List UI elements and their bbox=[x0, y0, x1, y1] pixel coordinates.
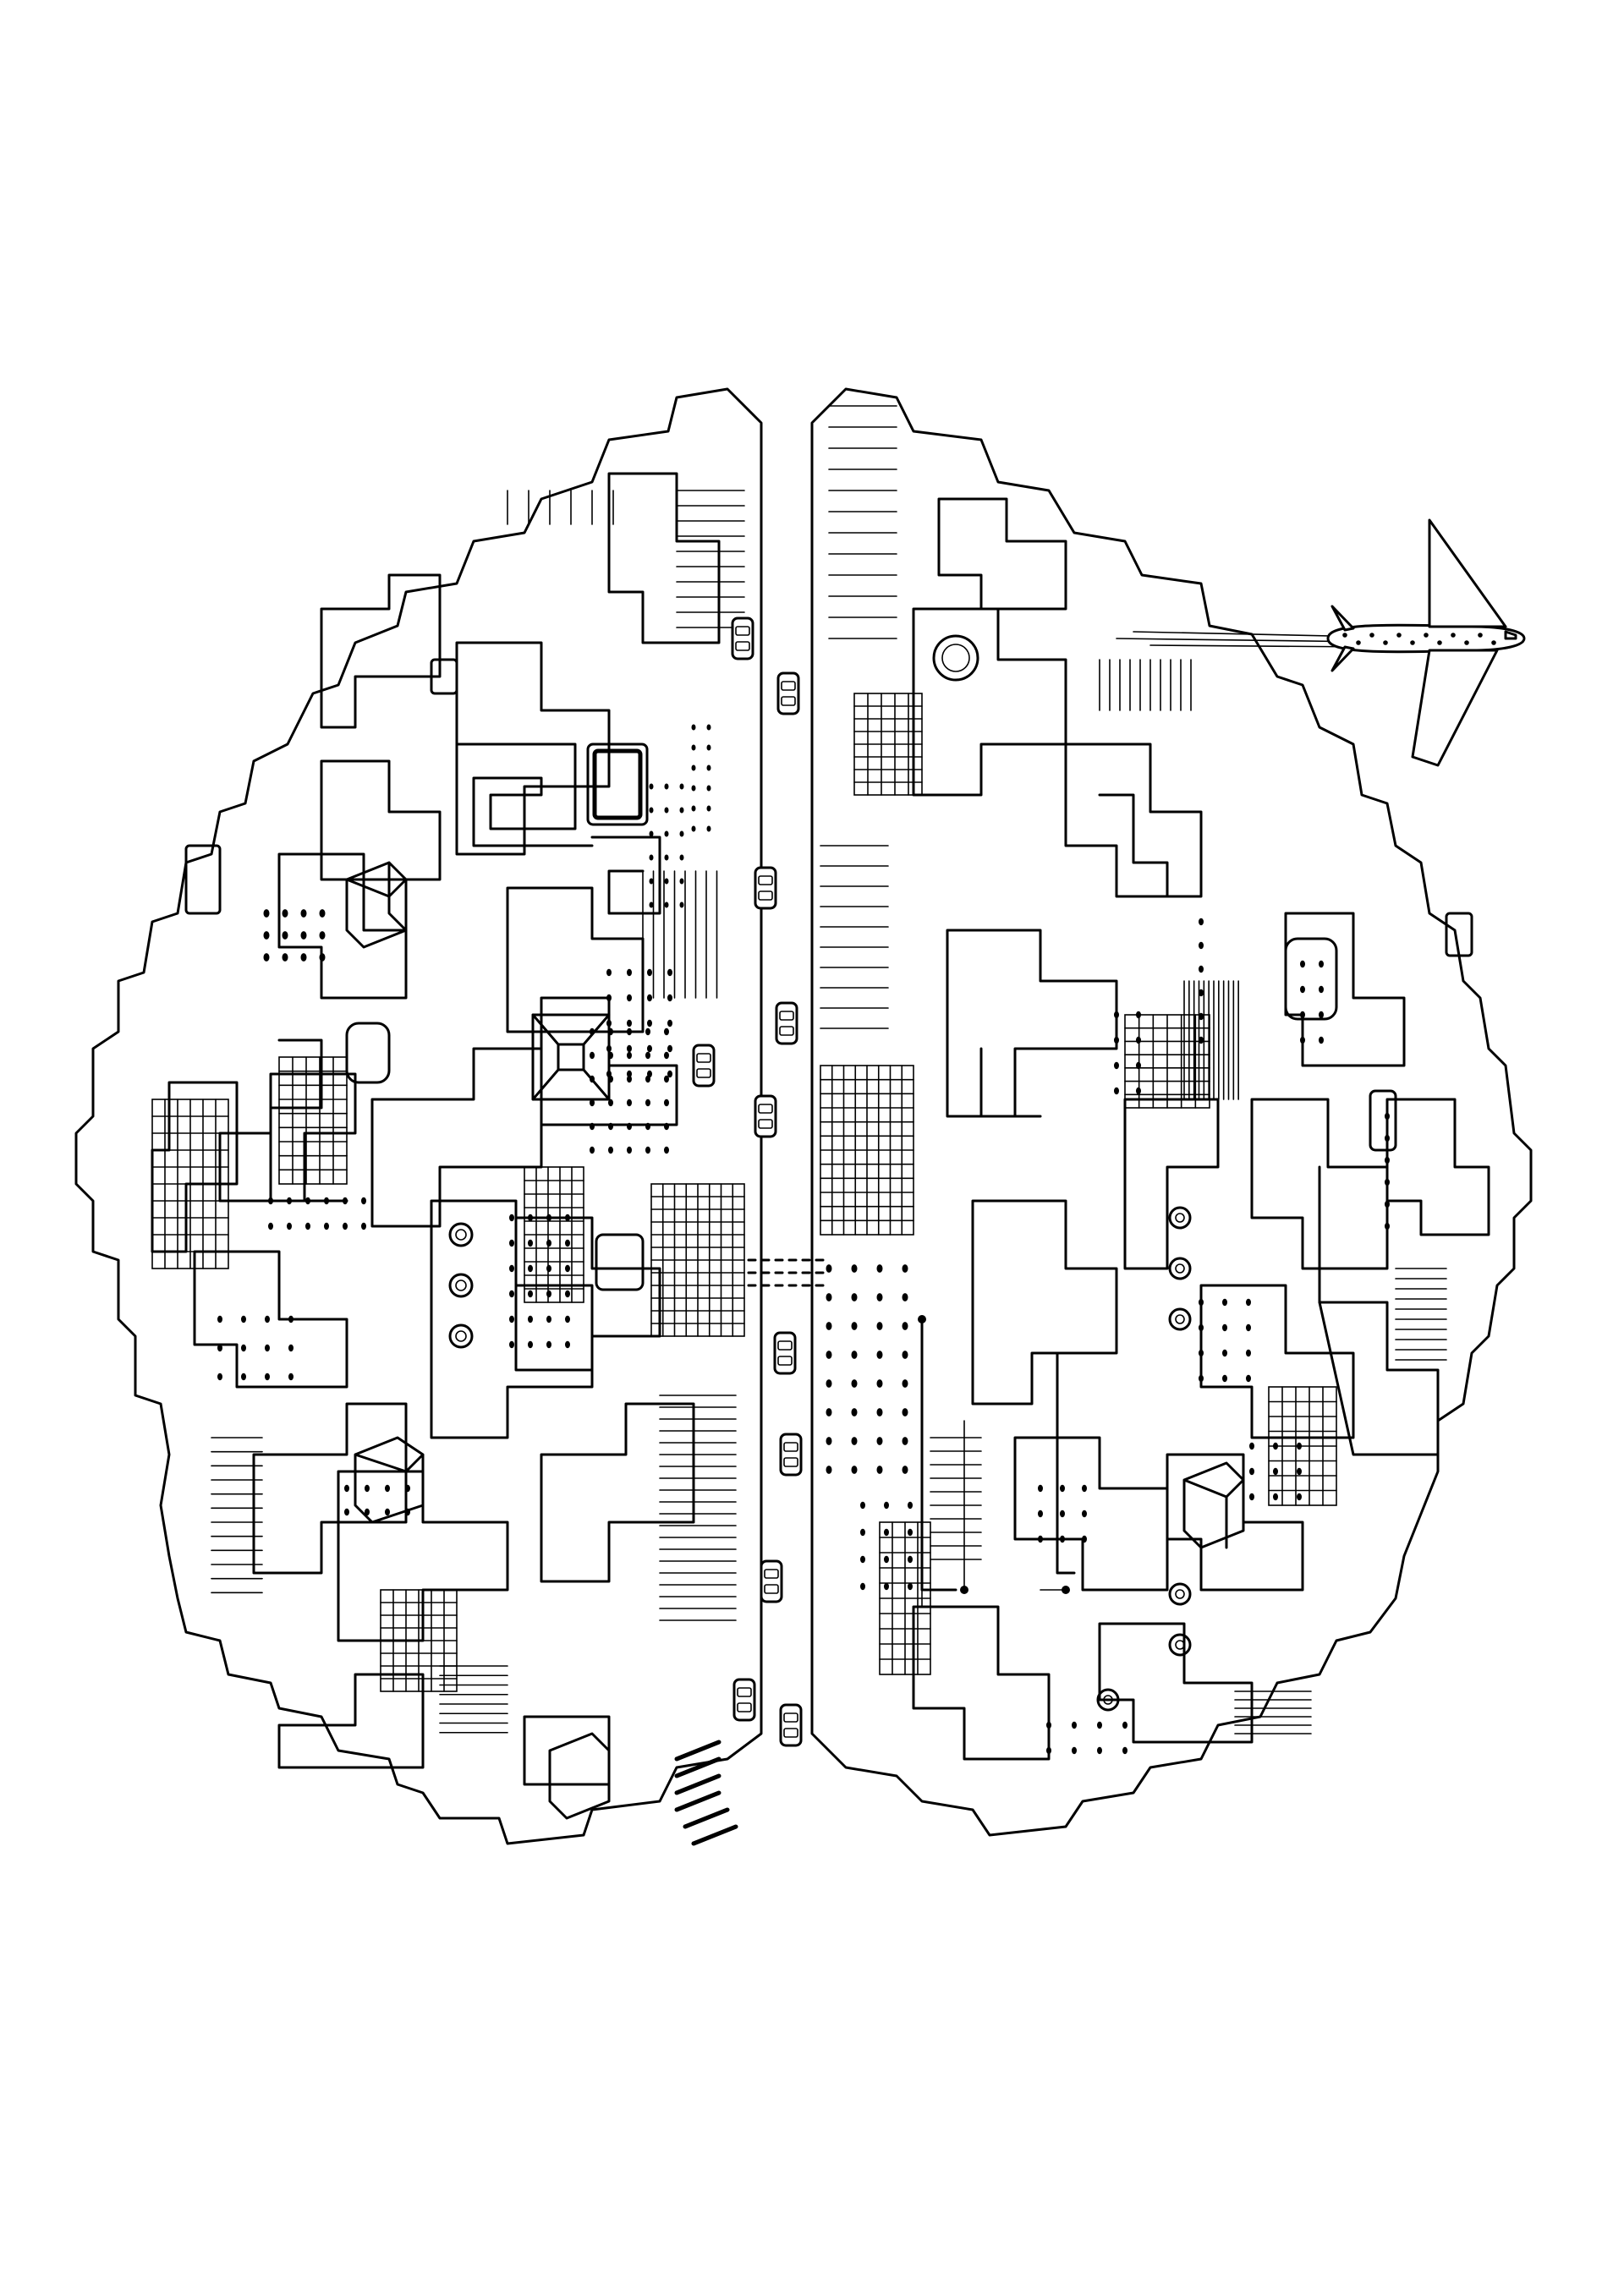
building-block bbox=[1064, 743, 1203, 898]
building-block bbox=[946, 929, 1118, 1118]
building-block bbox=[320, 573, 442, 729]
building-block bbox=[320, 759, 442, 881]
spiral-building bbox=[269, 1038, 348, 1203]
central-street bbox=[692, 422, 826, 1747]
maze-path bbox=[920, 1318, 957, 1592]
maze-path bbox=[1056, 1351, 1076, 1575]
building-block bbox=[514, 1216, 661, 1372]
rooftop-window bbox=[592, 748, 643, 820]
rooftop-window bbox=[595, 1233, 645, 1291]
left-hemisphere bbox=[74, 387, 763, 1846]
right-hemisphere-outline bbox=[810, 387, 1533, 1837]
building-block bbox=[193, 1250, 348, 1389]
building-block bbox=[1284, 912, 1406, 1067]
building-block bbox=[1123, 1098, 1220, 1270]
building-block bbox=[277, 852, 408, 1000]
building-block bbox=[912, 607, 1067, 797]
grid-facade bbox=[820, 693, 1337, 1675]
car-icon bbox=[732, 1678, 756, 1722]
spiral-building bbox=[590, 836, 661, 915]
building-block bbox=[1199, 1284, 1355, 1439]
car-icon bbox=[776, 671, 800, 715]
striped-facade bbox=[820, 405, 1447, 1734]
airplane-icon bbox=[1116, 518, 1526, 767]
building-block bbox=[937, 497, 1067, 611]
striped-facade bbox=[211, 490, 745, 1734]
maze-path bbox=[1318, 1165, 1355, 1304]
window-dots bbox=[217, 724, 711, 1516]
pyramid-roof bbox=[531, 1013, 611, 1101]
building-block bbox=[1385, 1098, 1490, 1236]
maze-path bbox=[979, 1047, 1042, 1118]
right-hemisphere bbox=[810, 387, 1533, 1837]
rooftop-box bbox=[354, 1436, 425, 1524]
window-dots bbox=[826, 918, 1390, 1755]
car-icon bbox=[692, 1044, 716, 1088]
rooftop-window bbox=[1445, 912, 1473, 957]
building-block bbox=[1013, 1436, 1169, 1592]
rooftop-window bbox=[184, 844, 222, 915]
circuit-lines bbox=[918, 1315, 1070, 1608]
building-block bbox=[218, 1072, 357, 1203]
building-block bbox=[277, 1673, 425, 1769]
rooftop-box bbox=[548, 1732, 611, 1820]
car-icon bbox=[779, 1433, 803, 1477]
building-block bbox=[971, 1199, 1118, 1406]
rooftop-dome bbox=[941, 644, 970, 672]
building-block bbox=[607, 472, 721, 644]
building-block bbox=[506, 886, 645, 1033]
car-icon bbox=[775, 1001, 798, 1045]
rooftop-window bbox=[586, 743, 649, 826]
car-icon bbox=[760, 1559, 783, 1603]
rooftop-window bbox=[1369, 1089, 1397, 1152]
building-block bbox=[1098, 1622, 1254, 1744]
crosswalk bbox=[747, 1258, 826, 1287]
rooftop-box bbox=[345, 861, 408, 949]
rooftop-window bbox=[345, 1022, 391, 1084]
car-icon bbox=[754, 866, 777, 910]
building-block bbox=[523, 1715, 611, 1786]
rooftop-window bbox=[430, 658, 458, 695]
spiral-building bbox=[455, 743, 594, 847]
bold-dash-facade bbox=[674, 1740, 738, 1846]
rooftop-window bbox=[1284, 937, 1338, 1021]
car-icon bbox=[754, 1094, 777, 1138]
building-block bbox=[1318, 1301, 1440, 1456]
car-icon bbox=[731, 616, 754, 660]
circular-vents bbox=[1096, 1206, 1192, 1712]
maze-path bbox=[1098, 793, 1169, 898]
car-icon bbox=[773, 1331, 797, 1375]
building-block bbox=[1250, 1098, 1389, 1270]
grid-facade bbox=[151, 1056, 745, 1692]
car-icon bbox=[779, 1703, 803, 1747]
rooftop-dome bbox=[932, 634, 979, 682]
rooftop-box bbox=[1182, 1461, 1245, 1549]
left-hemisphere-outline bbox=[74, 387, 763, 1845]
circular-vents bbox=[448, 1222, 474, 1349]
building-block bbox=[540, 1402, 695, 1583]
building-block bbox=[1166, 1453, 1304, 1592]
building-block bbox=[252, 1402, 408, 1575]
building-block bbox=[455, 641, 611, 856]
cars bbox=[692, 616, 803, 1747]
building-block bbox=[912, 1605, 1051, 1761]
